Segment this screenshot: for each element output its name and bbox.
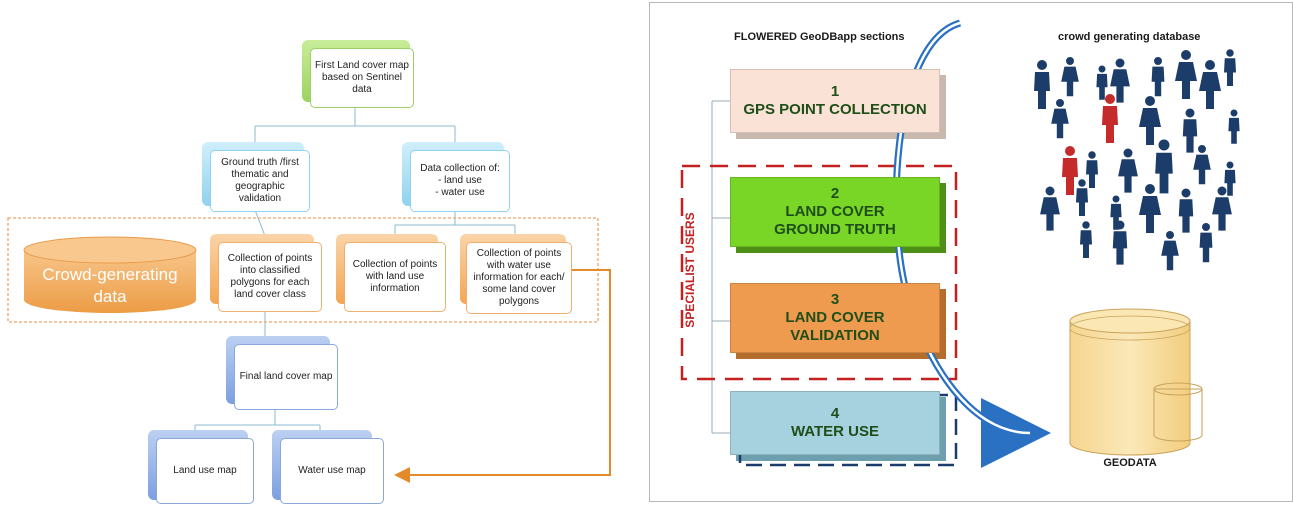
crowd-database-cylinder — [23, 236, 197, 313]
specialist-users-label: SPECIALIST USERS — [683, 212, 697, 328]
person-icon — [1139, 184, 1161, 233]
person-icon — [1212, 186, 1232, 231]
person-icon — [1080, 221, 1092, 258]
collection-wateruse-text: Collection of points with water use info… — [473, 248, 565, 307]
final-land-cover-text: Final land cover map — [239, 371, 333, 382]
section-2-box: 2 LAND COVER GROUND TRUTH — [730, 177, 940, 247]
section-2-title-line2: GROUND TRUTH — [774, 221, 896, 238]
land-cover-workflow-diagram: First Land cover map based on Sentinel d… — [0, 0, 640, 506]
section-3-box: 3 LAND COVER VALIDATION — [730, 283, 940, 353]
section-2-title-line1: LAND COVER — [785, 203, 885, 220]
geodbapp-sections-diagram: FLOWERED GeoDBapp sections crowd generat… — [649, 2, 1293, 502]
land-use-map-text: Land use map — [173, 465, 237, 476]
section-2-number: 2 — [830, 185, 840, 202]
person-icon — [1224, 49, 1236, 86]
data-collection-title: Data collection of: — [420, 163, 500, 174]
section-4-title: WATER USE — [790, 423, 880, 440]
person-icon — [1102, 94, 1118, 143]
header-sections: FLOWERED GeoDBapp sections — [734, 31, 905, 43]
person-icon — [1175, 50, 1197, 99]
water-use-map-box: Water use map — [280, 438, 384, 504]
section-3-number: 3 — [830, 291, 840, 308]
first-land-cover-box: First Land cover map based on Sentinel d… — [310, 48, 414, 108]
feedback-arrow — [394, 269, 611, 483]
person-icon — [1086, 151, 1098, 188]
collection-landuse-text: Collection of points with land use infor… — [352, 259, 438, 294]
person-icon — [1228, 109, 1240, 144]
ground-truth-text: Ground truth /first thematic and geograp… — [221, 157, 299, 204]
person-icon — [1096, 65, 1108, 100]
section-3-title-line2: VALIDATION — [790, 327, 880, 344]
person-icon — [1139, 96, 1161, 145]
person-icon — [1112, 220, 1128, 265]
section-1-box: 1 GPS POINT COLLECTION — [730, 69, 940, 133]
person-icon — [1199, 60, 1221, 109]
water-use-map-text: Water use map — [298, 465, 366, 476]
person-icon — [1051, 99, 1069, 139]
final-land-cover-box: Final land cover map — [234, 344, 338, 410]
person-icon — [1062, 146, 1078, 195]
section-3-title-line1: LAND COVER — [785, 309, 885, 326]
section-4-number: 4 — [830, 405, 840, 422]
person-icon — [1155, 139, 1173, 194]
person-icon — [1193, 145, 1211, 185]
connector-lines — [7, 106, 611, 483]
person-icon — [1076, 179, 1088, 216]
specialist-users-frame — [680, 164, 958, 381]
collection-classified-box: Collection of points into classified pol… — [218, 242, 322, 312]
person-icon — [1182, 108, 1198, 153]
person-icon — [1040, 186, 1060, 231]
data-collection-item-land: - land use — [438, 175, 482, 186]
section-1-number: 1 — [830, 83, 840, 100]
geodata-database-icon — [1069, 308, 1203, 456]
section-4-box: 4 WATER USE — [730, 391, 940, 455]
collection-classified-text: Collection of points into classified pol… — [227, 253, 313, 300]
data-collection-box: Data collection of: - land use - water u… — [410, 150, 510, 212]
crowd-db-label: Crowd-generating data — [42, 265, 178, 306]
land-use-map-box: Land use map — [156, 438, 254, 504]
person-icon — [1151, 57, 1165, 97]
person-icon — [1110, 58, 1130, 103]
first-land-cover-text: First Land cover map based on Sentinel d… — [315, 60, 409, 95]
header-crowd-database: crowd generating database — [1058, 31, 1201, 43]
collection-landuse-box: Collection of points with land use infor… — [344, 242, 446, 312]
section-1-title: GPS POINT COLLECTION — [743, 101, 927, 118]
person-icon — [1034, 60, 1050, 109]
geodata-label: GEODATA — [1103, 457, 1157, 469]
person-icon — [1199, 223, 1213, 263]
person-icon — [1178, 188, 1194, 233]
ground-truth-box: Ground truth /first thematic and geograp… — [210, 150, 310, 212]
crowd-people-icons — [1034, 49, 1240, 271]
person-icon — [1161, 231, 1179, 271]
person-icon — [1118, 148, 1138, 193]
person-icon — [1061, 57, 1079, 97]
collection-wateruse-box: Collection of points with water use info… — [466, 242, 572, 314]
data-collection-item-water: - water use — [435, 187, 485, 198]
